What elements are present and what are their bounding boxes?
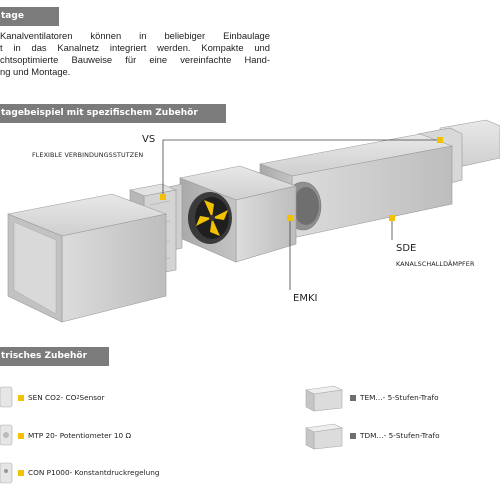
intro-line: ng und Montage. bbox=[0, 66, 71, 77]
marker-yellow bbox=[18, 469, 24, 476]
section-header-montagebeispiel: tagebeispiel mit spezifischem Zubehör bbox=[0, 104, 226, 123]
transformer-tdm-icon bbox=[305, 423, 343, 450]
callout-markers bbox=[160, 137, 443, 221]
potentiometer-device-icon bbox=[0, 424, 13, 446]
accessory-code: TEM… bbox=[360, 393, 383, 402]
accessory-text: - Konstantdruckregelung bbox=[69, 468, 160, 477]
callout-sde-description: KANALSCHALLDÄMPFER bbox=[396, 260, 475, 268]
accessory-text: - Potentiometer 10 Ω bbox=[54, 431, 132, 440]
accessory-code: SEN CO2 bbox=[28, 393, 61, 402]
fan-box-emki bbox=[178, 165, 298, 263]
callout-vs-code: VS bbox=[142, 134, 156, 145]
accessory-code: CON P1000 bbox=[28, 468, 70, 477]
marker-yellow bbox=[18, 394, 24, 401]
accessory-mtp-20: MTP 20 - Potentiometer 10 Ω bbox=[18, 431, 131, 440]
duct-front-left bbox=[6, 193, 168, 323]
pressure-controller-icon bbox=[0, 462, 13, 484]
marker-grey bbox=[350, 394, 356, 401]
callout-sde-code: SDE bbox=[396, 243, 417, 254]
marker-yellow bbox=[18, 432, 24, 439]
callout-vs-description: FLEXIBLE VERBINDUNGSSTUTZEN bbox=[32, 151, 144, 159]
accessory-code: TDM… bbox=[360, 431, 384, 440]
section-header-zubehoer: trisches Zubehör bbox=[0, 347, 109, 366]
accessory-subscript: 2 bbox=[76, 394, 80, 401]
intro-line: Kanalventilatoren können in beliebiger E… bbox=[0, 30, 270, 41]
accessory-text: - 5-Stufen-Trafo bbox=[382, 393, 439, 402]
sensor-device-icon bbox=[0, 386, 13, 408]
section-header-montage: tage bbox=[0, 7, 59, 26]
accessory-tem: TEM… - 5-Stufen-Trafo bbox=[350, 393, 439, 402]
marker-grey bbox=[350, 432, 356, 439]
intro-line: t in das Kanalnetz integriert werden. Ko… bbox=[0, 42, 270, 53]
accessory-tdm: TDM… - 5-Stufen-Trafo bbox=[350, 431, 440, 440]
accessory-con-p1000: CON P1000 - Konstantdruckregelung bbox=[18, 468, 160, 477]
callout-leaders bbox=[162, 139, 440, 290]
accessory-text-tail: Sensor bbox=[79, 393, 105, 402]
intro-text: Kanalventilatoren können in beliebiger E… bbox=[0, 30, 270, 78]
transformer-tem-icon bbox=[305, 385, 343, 412]
accessory-text: - CO bbox=[60, 393, 77, 402]
accessory-text: - 5-Stufen-Trafo bbox=[383, 431, 440, 440]
callout-emki-code: EMKI bbox=[293, 293, 318, 304]
accessory-code: MTP 20 bbox=[28, 431, 55, 440]
intro-line: chtsoptimierte Bauweise für eine vereinf… bbox=[0, 54, 270, 65]
